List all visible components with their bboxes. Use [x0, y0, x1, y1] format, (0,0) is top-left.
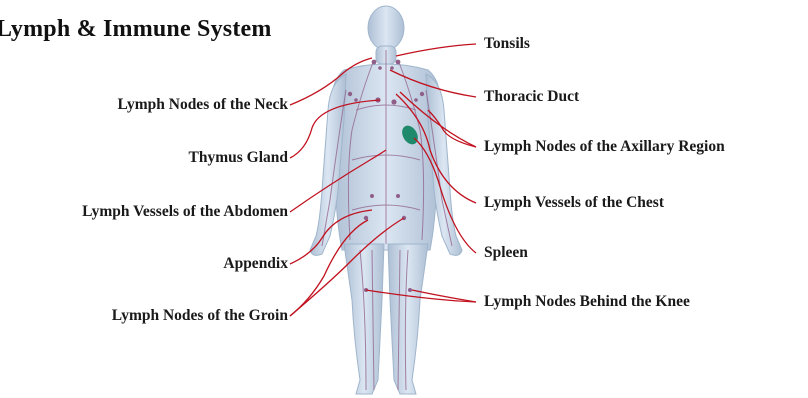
label-axillary-nodes: Lymph Nodes of the Axillary Region	[484, 138, 725, 156]
label-thoracic-duct: Thoracic Duct	[484, 88, 579, 106]
label-chest-vessels: Lymph Vessels of the Chest	[484, 194, 664, 212]
leader-line-tonsils	[396, 44, 476, 56]
label-appendix: Appendix	[223, 255, 288, 273]
label-abdomen-vessels: Lymph Vessels of the Abdomen	[82, 203, 288, 221]
label-neck-nodes: Lymph Nodes of the Neck	[117, 96, 288, 114]
label-spleen: Spleen	[484, 244, 528, 262]
label-knee-nodes: Lymph Nodes Behind the Knee	[484, 293, 690, 311]
label-tonsils: Tonsils	[484, 35, 530, 53]
label-thymus-gland: Thymus Gland	[188, 149, 288, 167]
diagram-title: Lymph & Immune System	[0, 16, 272, 43]
label-groin-nodes: Lymph Nodes of the Groin	[112, 307, 288, 325]
